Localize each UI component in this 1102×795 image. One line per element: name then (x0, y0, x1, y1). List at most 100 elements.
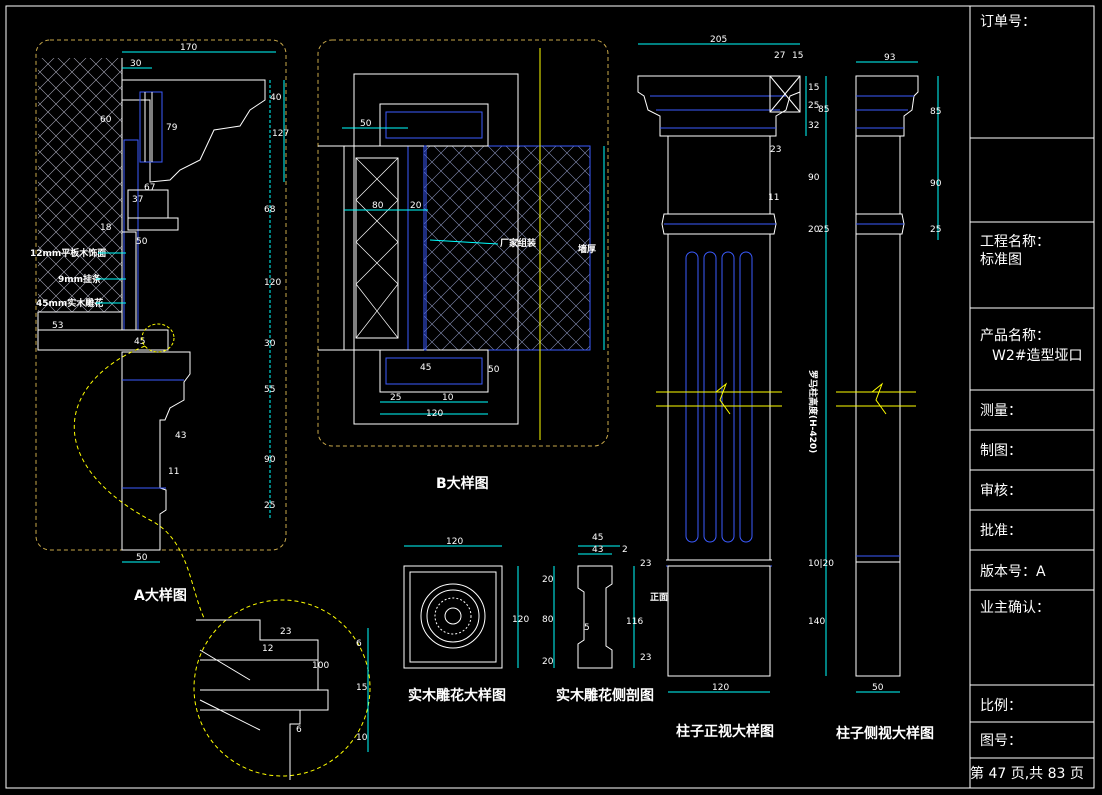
svg-text:10: 10 (356, 733, 368, 743)
svg-text:80: 80 (372, 201, 384, 211)
svg-text:50: 50 (136, 553, 148, 563)
project-name-label: 工程名称： (980, 234, 1050, 250)
page-info: 第 47 页,共 83 页 (970, 765, 1084, 782)
column-front: 205 27 15 15 25 32 85 23 11 90 20 25 10|… (637, 35, 834, 740)
svg-text:120: 120 (712, 683, 729, 693)
scale-field: 比例： (980, 698, 1022, 714)
column-side: 93 85 90 25 50 柱子侧视大样图 (836, 53, 942, 742)
approver-field: 批准： (980, 523, 1022, 539)
svg-text:6: 6 (296, 725, 302, 735)
product-name-value: W2#造型垭口 (992, 348, 1082, 364)
svg-text:120: 120 (446, 537, 463, 547)
project-name-value: 标准图 (980, 252, 1022, 268)
svg-text:40: 40 (270, 93, 282, 103)
order-no: 订单号： (980, 14, 1036, 30)
drafter-field: 制图： (980, 443, 1022, 459)
product-name-label: 产品名称： (980, 328, 1050, 344)
svg-text:30: 30 (130, 59, 142, 69)
svg-text:20: 20 (808, 225, 820, 235)
label-column-side: 柱子侧视大样图 (836, 725, 934, 742)
svg-text:127: 127 (272, 129, 289, 139)
svg-text:墙厚: 墙厚 (578, 243, 596, 255)
svg-text:20: 20 (542, 575, 554, 585)
svg-text:205: 205 (710, 35, 727, 45)
svg-text:90: 90 (930, 179, 942, 189)
svg-text:12: 12 (262, 644, 273, 654)
svg-text:18: 18 (100, 223, 112, 233)
svg-text:68: 68 (264, 205, 276, 215)
svg-text:25: 25 (808, 101, 819, 111)
svg-text:120: 120 (264, 278, 281, 288)
svg-text:27: 27 (774, 51, 785, 61)
svg-text:15: 15 (792, 51, 803, 61)
svg-text:6: 6 (356, 639, 362, 649)
svg-text:11: 11 (168, 467, 179, 477)
svg-text:85: 85 (930, 107, 941, 117)
svg-text:85: 85 (818, 105, 829, 115)
svg-text:55: 55 (264, 385, 275, 395)
svg-text:23: 23 (280, 627, 291, 637)
svg-text:23: 23 (770, 145, 781, 155)
svg-text:93: 93 (884, 53, 895, 63)
label-carving-section: 实木雕花侧剖图 (556, 687, 654, 704)
svg-text:67: 67 (144, 183, 155, 193)
svg-text:43: 43 (592, 545, 603, 555)
title-block: 订单号： 工程名称： 标准图 产品名称： W2#造型垭口 测量： 制图： 审核：… (969, 6, 1094, 788)
svg-text:32: 32 (808, 121, 819, 131)
svg-text:53: 53 (52, 321, 63, 331)
svg-text:45: 45 (134, 337, 145, 347)
svg-text:170: 170 (180, 43, 197, 53)
svg-text:25: 25 (818, 225, 829, 235)
reviewer-field: 审核： (980, 483, 1022, 499)
svg-text:23: 23 (640, 559, 651, 569)
svg-text:100: 100 (312, 661, 329, 671)
svg-text:正面: 正面 (650, 592, 668, 603)
svg-text:12mm平板木饰面: 12mm平板木饰面 (30, 247, 106, 259)
svg-text:90: 90 (264, 455, 276, 465)
svg-text:43: 43 (175, 431, 186, 441)
svg-text:20: 20 (542, 657, 554, 667)
svg-text:罗马柱高度(H-420): 罗马柱高度(H-420) (807, 370, 819, 453)
svg-text:120: 120 (512, 615, 529, 625)
svg-text:25: 25 (264, 501, 275, 511)
svg-text:10|20: 10|20 (808, 559, 834, 569)
svg-text:90: 90 (808, 173, 820, 183)
svg-text:10: 10 (442, 393, 454, 403)
svg-text:20: 20 (410, 201, 422, 211)
svg-text:23: 23 (640, 653, 651, 663)
svg-text:45mm实木雕花: 45mm实木雕花 (36, 297, 103, 309)
label-detail-b: B大样图 (436, 475, 489, 492)
svg-text:45: 45 (592, 533, 603, 543)
svg-text:79: 79 (166, 123, 178, 133)
detail-a: 170 30 40 127 60 79 67 37 18 50 53 45 68… (30, 39, 289, 621)
svg-text:45: 45 (420, 363, 431, 373)
svg-text:50: 50 (872, 683, 884, 693)
circle-enlargement: 23 12 100 6 15 10 6 (193, 599, 371, 780)
detail-b: 50 80 20 45 50 25 10 120 厂家组装 墙厚 B大样图 (317, 39, 609, 492)
owner-confirm-field: 业主确认： (980, 600, 1050, 616)
svg-text:2: 2 (622, 545, 628, 555)
carving-detail: 120 120 实木雕花大样图 (403, 537, 529, 704)
svg-text:60: 60 (100, 115, 112, 125)
svg-text:15: 15 (808, 83, 819, 93)
svg-text:37: 37 (132, 195, 143, 205)
svg-text:5: 5 (584, 623, 590, 633)
carving-section: 45 43 2 20 80 20 5 116 23 23 正面 实木雕花侧剖图 (542, 533, 668, 704)
svg-text:厂家组装: 厂家组装 (500, 237, 537, 249)
label-detail-a: A大样图 (134, 587, 187, 604)
svg-text:116: 116 (626, 617, 643, 627)
drawing-border (5, 5, 1095, 789)
svg-text:11: 11 (768, 193, 779, 203)
svg-text:30: 30 (264, 339, 276, 349)
svg-text:80: 80 (542, 615, 554, 625)
svg-text:50: 50 (136, 237, 148, 247)
label-column-front: 柱子正视大样图 (676, 723, 774, 740)
svg-text:50: 50 (488, 365, 500, 375)
survey-field: 测量： (980, 403, 1022, 419)
svg-text:9mm挂条: 9mm挂条 (58, 273, 102, 285)
svg-text:120: 120 (426, 409, 443, 419)
svg-text:25: 25 (390, 393, 401, 403)
svg-text:140: 140 (808, 617, 825, 627)
svg-text:25: 25 (930, 225, 941, 235)
